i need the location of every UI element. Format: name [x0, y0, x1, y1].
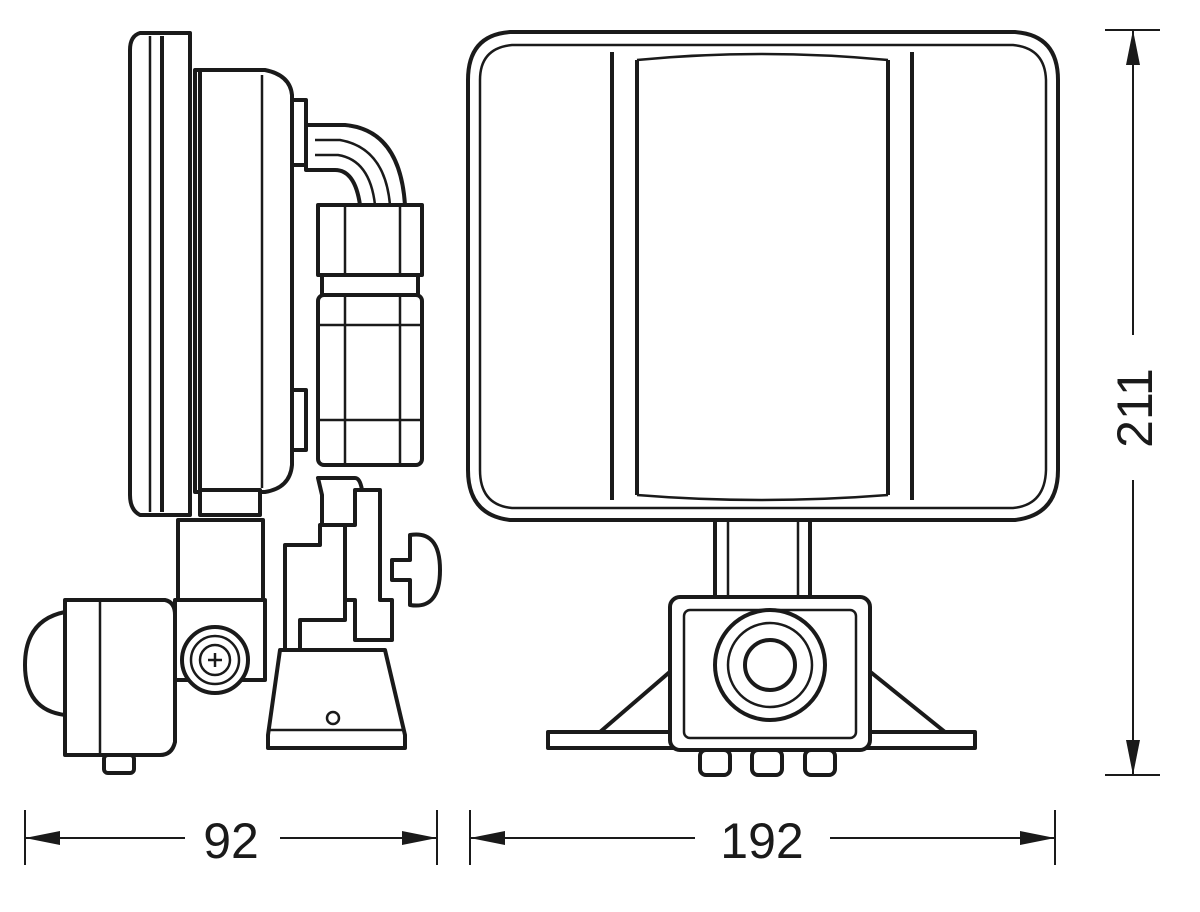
arrow-down-icon [1126, 740, 1140, 775]
arrow-left-icon [25, 831, 60, 845]
front-panel [466, 30, 1060, 522]
width-label: 192 [720, 813, 803, 869]
mount-stem [713, 518, 812, 602]
arrow-right-icon [1020, 831, 1055, 845]
dimension-width: 192 [469, 810, 1056, 869]
dimension-height: 211 [1105, 29, 1163, 776]
side-view [23, 31, 442, 775]
depth-label: 92 [203, 813, 259, 869]
elbow-pipe [304, 123, 407, 207]
connector-lower [316, 293, 424, 467]
connector-upper [316, 203, 424, 277]
height-label: 211 [1107, 368, 1163, 448]
dimension-depth: 92 [24, 810, 438, 869]
sensor-lens-front [713, 608, 827, 722]
screw-icon [180, 625, 250, 695]
front-view [466, 30, 1060, 777]
arrow-left-icon [470, 831, 505, 845]
arrow-up-icon [1126, 30, 1140, 65]
sensor-lens [23, 610, 67, 717]
housing-side [193, 68, 294, 494]
arrow-right-icon [402, 831, 437, 845]
knob [390, 532, 442, 608]
motion-sensor-side [63, 598, 177, 757]
cable-glands [698, 748, 837, 777]
mount-base-side [266, 648, 407, 750]
